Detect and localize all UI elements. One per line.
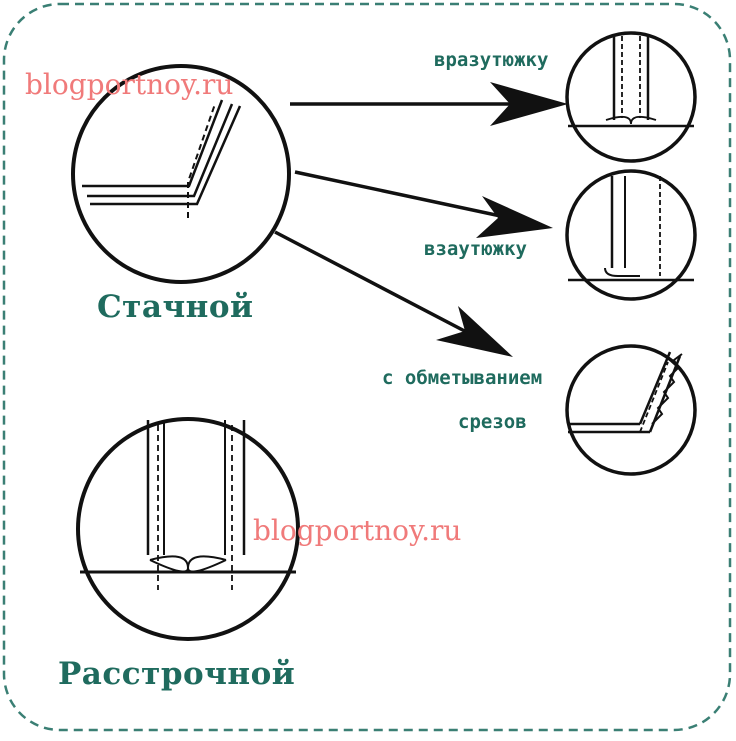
- arrow-to-open: [290, 82, 568, 126]
- plain-seam-circle: [71, 64, 291, 284]
- side-pressed-circle: [565, 169, 697, 301]
- open-seam-circle: [76, 417, 300, 641]
- side-pressed-label: взаутюжку: [424, 238, 527, 260]
- watermark-top: blogportnoy.ru: [25, 68, 233, 101]
- arrow-to-overlock: [274, 230, 513, 357]
- watermark-bottom: blogportnoy.ru: [253, 514, 461, 547]
- overlock-label-line1: с обметыванием: [382, 367, 542, 389]
- open-seam-label: Расстрочной: [58, 656, 295, 692]
- plain-seam-label: Стачной: [97, 289, 254, 325]
- dashed-frame: [2, 2, 732, 732]
- overlock-label-line2: срезов: [458, 411, 527, 433]
- open-pressed-circle: [565, 31, 697, 163]
- overlocked-circle: [565, 344, 697, 476]
- arrow-to-pressed: [294, 170, 553, 238]
- open-pressed-label: вразутюжку: [434, 49, 548, 71]
